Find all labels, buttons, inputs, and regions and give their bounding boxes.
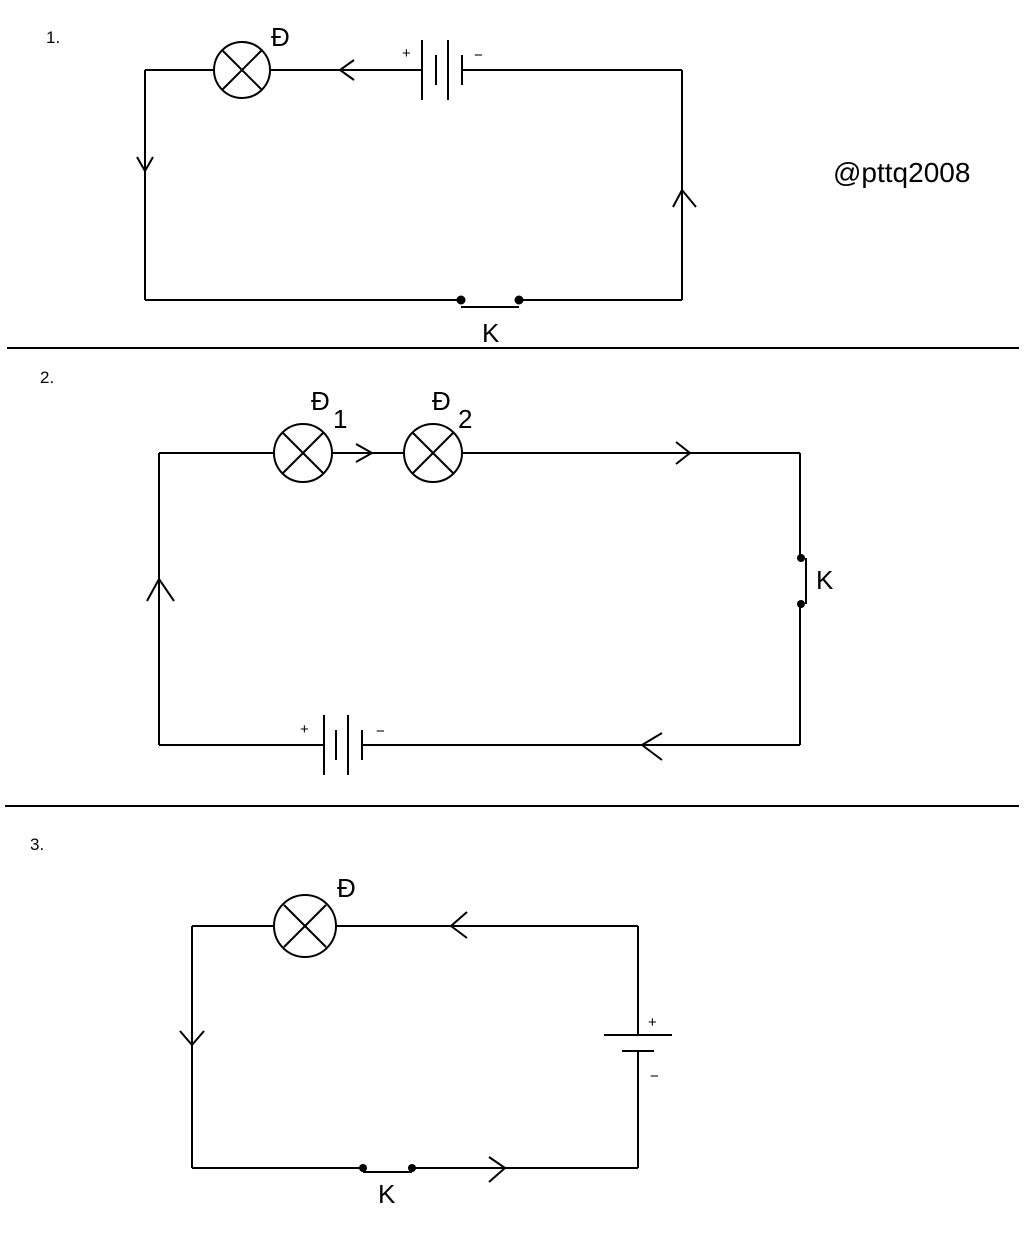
circuit-2-current-arrows [146, 441, 692, 761]
circuit-1: 1. Đ + − [46, 22, 697, 348]
circuit-1-wires [144, 69, 683, 301]
circuit-2-wires [158, 452, 801, 746]
circuit-3-current-arrows [179, 911, 507, 1183]
circuit-2-battery-icon [323, 715, 363, 775]
circuit-3-number: 3. [30, 835, 44, 854]
circuit-1-switch-icon [456, 295, 524, 308]
circuit-3-switch-label: K [378, 1179, 396, 1209]
circuit-2-number: 2. [40, 368, 54, 387]
circuit-3-battery-icon [604, 1034, 672, 1052]
circuit-1-switch-label: K [482, 318, 500, 348]
circuit-1-battery-plus: + [402, 45, 411, 62]
circuit-2-switch-icon [797, 554, 807, 608]
watermark-text: @pttq2008 [833, 157, 970, 188]
circuit-3-battery-minus: − [650, 1068, 659, 1085]
circuit-3-lamp-icon [273, 894, 337, 958]
circuit-1-number: 1. [46, 28, 60, 47]
circuit-1-lamp-label: Đ [271, 22, 290, 52]
circuit-2-lamp1-icon [273, 423, 333, 483]
circuit-1-battery-minus: − [474, 47, 483, 64]
circuit-2-lamp2-icon [403, 423, 463, 483]
circuit-2-lamp1-index: 1 [333, 404, 347, 434]
circuit-1-battery-icon [421, 40, 463, 100]
circuit-2-lamp2-label: Đ [432, 386, 451, 416]
circuit-1-lamp-icon [213, 41, 271, 99]
circuit-2-battery-minus: − [376, 723, 385, 740]
circuit-3: 3. Đ + − K [30, 835, 672, 1209]
circuit-2-battery-plus: + [300, 721, 309, 738]
circuit-3-lamp-label: Đ [337, 873, 356, 903]
circuit-1-current-arrows [136, 59, 697, 208]
circuit-2-lamp1-label: Đ [311, 386, 330, 416]
circuit-2: 2. Đ 1 Đ 2 [40, 368, 834, 775]
circuit-2-lamp2-index: 2 [458, 404, 472, 434]
circuit-3-switch-icon [359, 1164, 416, 1173]
circuit-3-wires [191, 925, 639, 1169]
circuit-3-battery-plus: + [648, 1014, 657, 1031]
circuit-2-switch-label: K [816, 565, 834, 595]
